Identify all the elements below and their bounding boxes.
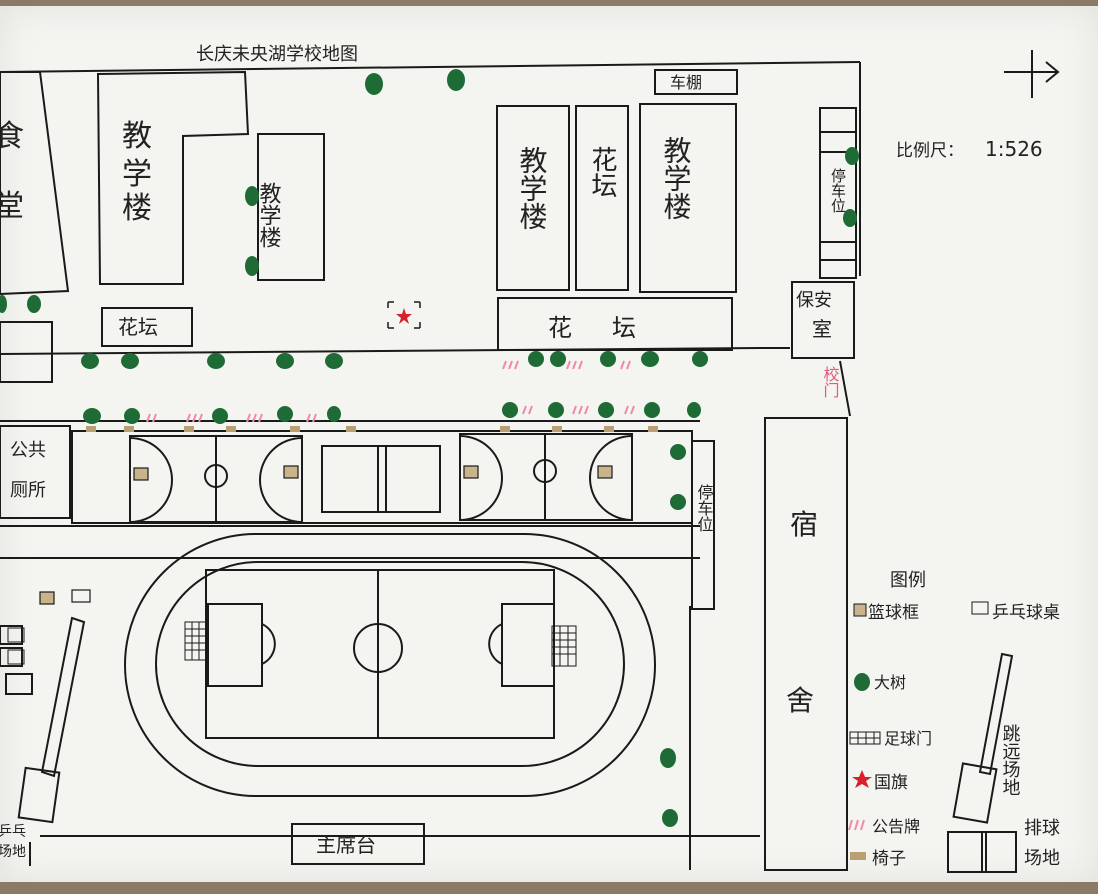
notice-board-icon [848,819,865,831]
map-title: 长庆未央湖学校地图 [196,44,358,65]
grandstand [291,823,425,865]
flower-bed-tall [575,105,629,291]
security-label-1: 保安 [796,290,832,311]
canteen-label-2: 堂 [0,189,24,224]
parking-mid [691,440,715,610]
canteen-building [0,71,70,296]
flower-bed-long [497,297,733,351]
legend-notice: 公告牌 [872,817,920,836]
teaching-1-char-c: 楼 [122,191,152,226]
legend-table-tennis: 乒乓球桌 [992,603,1060,623]
flag-marker [387,301,421,329]
jump-area-label: 跳远场地 [1000,724,1021,796]
teaching-4-label: 教学楼 [660,136,693,220]
flower-bed-tall-label: 花坛 [587,146,617,198]
flower-bed-small [101,307,193,347]
legend-tree: 大树 [874,673,906,692]
security-room [791,281,855,359]
toilet-label-1: 公共 [10,440,46,461]
legend-flag: 国旗 [874,773,908,793]
dorm-label-bottom: 舍 [786,684,814,717]
bike-shed [654,69,738,95]
scale-label: 比例尺： [896,141,964,161]
teaching-building-2 [257,133,325,281]
gate-label: 校门 [821,366,840,399]
legend-goal: 足球门 [884,729,932,748]
flower-bed-small-label: 花坛 [118,315,158,339]
campus-map: 长庆未央湖学校地图 比例尺： 1:526 食 堂 教 学 楼 教学楼 教学楼 花… [0,44,1060,873]
scale-value: 1:526 [985,137,1043,161]
legend-hoop: 篮球框 [868,603,919,623]
teaching-building-1 [96,70,250,285]
paper-map: 长庆未央湖学校地图 比例尺： 1:526 食 堂 教 学 楼 教学楼 教学楼 花… [0,6,1098,882]
flag-star-icon [852,770,872,788]
legend-title: 图例 [890,570,926,591]
left-building-stub [0,321,53,383]
toilet-building [0,425,71,519]
legend-chair: 椅子 [872,849,906,869]
basketball-hoop-icon [853,603,867,617]
parking-mid-label: 停车位 [695,484,714,532]
bike-shed-label: 车棚 [670,73,702,92]
parking-top [819,107,857,279]
chair-icon [850,852,866,860]
teaching-1-char-b: 学 [122,157,152,192]
teaching-building-3 [496,105,570,291]
arrow-right-icon [1004,50,1060,98]
toilet-label-2: 厕所 [10,480,46,501]
teaching-building-4 [639,103,737,293]
dorm-label-top: 宿 [790,508,818,541]
volleyball-label-2: 场地 [1024,848,1060,869]
teaching-2-label: 教学楼 [256,182,282,248]
canteen-label-1: 食 [0,119,24,154]
left-bottom-label: 乒乓 [0,824,26,840]
teaching-3-label: 教学楼 [516,146,549,230]
soccer-goal-icon [849,731,881,745]
table-tennis-icon [971,601,989,615]
dorm-building [764,417,848,871]
tree-icon [854,673,870,691]
parking-top-label: 停车位 [829,168,847,213]
left-bottom-label-2: 场地 [0,844,26,860]
teaching-1-char-a: 教 [122,119,152,154]
security-label-2: 室 [812,317,832,341]
volleyball-label-1: 排球 [1024,818,1060,839]
grandstand-label: 主席台 [316,833,376,857]
running-track [124,533,656,797]
flower-bed-long-label: 花坛 [548,314,676,342]
